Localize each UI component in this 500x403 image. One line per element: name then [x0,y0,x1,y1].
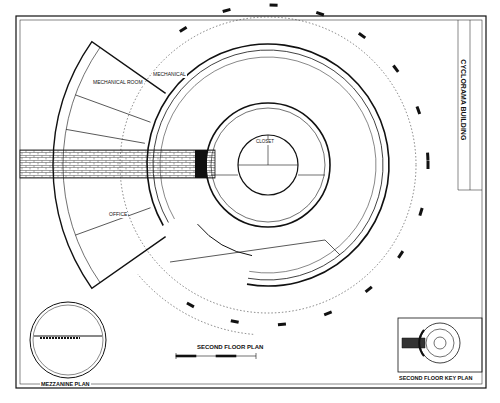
room-label: CYCLORAMA BUILDING [460,58,468,141]
column [270,3,278,6]
wing-partition [75,208,150,235]
column [186,302,194,309]
column [316,11,325,16]
core-partition [238,135,298,165]
room-label: MECHANICAL [152,72,187,78]
wing-outline [53,42,166,289]
column [392,65,399,73]
corridor [20,150,215,178]
plan-linework [53,3,430,334]
rotunda-wall [147,44,389,286]
site-wall [170,240,340,262]
mezzanine-outline [30,302,106,378]
column [365,286,373,293]
column [427,161,430,169]
ramp-wall [198,224,253,255]
room-label: CLOSET [255,140,275,145]
room-label: OFFICE [108,212,128,218]
wall-block [195,150,207,178]
rotunda-wall [160,57,376,273]
dotted-arc [138,274,253,334]
sheet-border-inner [20,20,482,384]
mezzanine-floor-line [34,336,102,337]
room-label: MECHANICAL ROOM [92,80,144,86]
room-label: MEZZANINE PLAN [40,381,91,387]
scale-bar [176,353,256,359]
title-block-rule [470,20,471,190]
column [358,32,366,39]
rotunda-wall [153,50,383,280]
column [324,310,333,316]
column [231,319,239,324]
inner-ring [211,108,325,222]
drawing-title: SECOND FLOOR PLAN [196,344,264,351]
mezzanine-rail [40,337,80,339]
inner-ring [206,103,330,227]
column [222,8,231,13]
title-block-rule [458,190,482,191]
inner-ring [238,135,298,195]
column [179,26,187,33]
wing-partition [66,129,145,143]
title-block-rule [458,20,459,190]
column [426,153,429,161]
inner-partition [211,175,325,176]
mezzanine-outline [33,305,103,375]
dotted-circle [120,17,416,313]
column [418,208,423,217]
key-plan [398,318,482,372]
wing-partition [75,95,150,122]
column [416,106,422,115]
sheet-border [16,16,486,388]
column [278,323,286,327]
column [397,250,404,258]
room-label: SECOND FLOOR KEY PLAN [398,375,474,381]
